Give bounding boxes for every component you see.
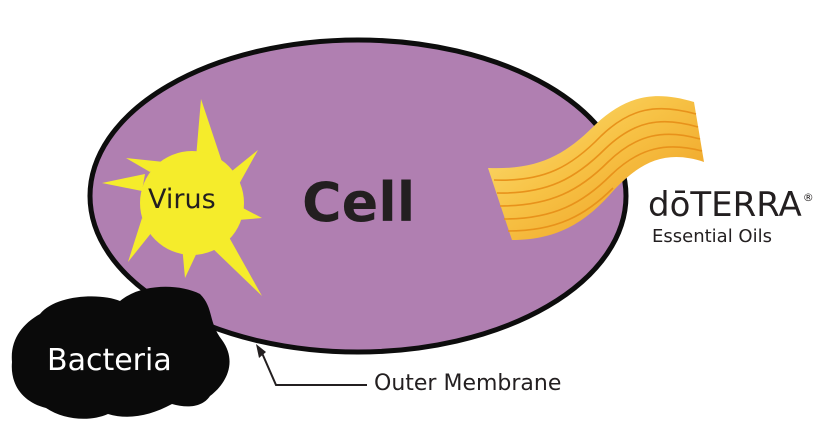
registered-mark: ® xyxy=(802,191,814,204)
brand-subtitle: Essential Oils xyxy=(652,226,772,247)
virus-label: Virus xyxy=(148,184,216,215)
virus-spikes xyxy=(102,99,262,296)
membrane-pointer-line xyxy=(261,352,367,386)
brand-name-text: dōTERRA xyxy=(648,185,802,225)
essential-oil-ribbon xyxy=(488,96,704,241)
virus-body xyxy=(140,151,244,255)
bacteria-blob xyxy=(11,286,230,419)
brand-logo-name: dōTERRA® xyxy=(648,188,814,222)
bacteria-label: Bacteria xyxy=(47,343,172,378)
cell-label: Cell xyxy=(302,171,416,234)
membrane-pointer-arrowhead xyxy=(256,344,266,358)
outer-membrane-label: Outer Membrane xyxy=(374,371,562,396)
cell-body xyxy=(87,37,629,355)
